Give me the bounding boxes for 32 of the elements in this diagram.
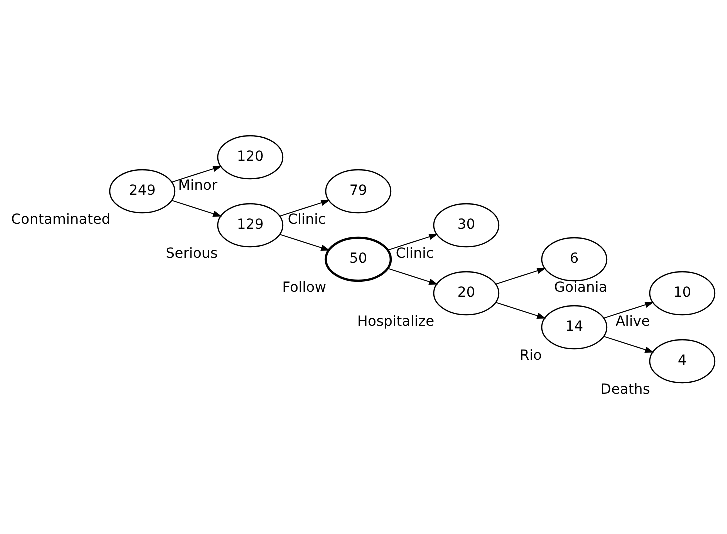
- node-ellipse: 10: [649, 271, 716, 316]
- arrow: [496, 302, 546, 319]
- node-label: Follow: [282, 280, 326, 296]
- arrow: [172, 200, 222, 217]
- node-label: Goiania: [554, 280, 608, 296]
- node-ellipse: 50: [324, 236, 392, 282]
- arrow: [604, 302, 654, 319]
- node-ellipse: 20: [433, 271, 500, 316]
- arrow: [280, 200, 330, 217]
- arrow: [388, 234, 438, 251]
- node-label: Deaths: [600, 382, 650, 398]
- node-ellipse: 4: [649, 339, 716, 384]
- arrow: [388, 268, 438, 285]
- node-label: Hospitalize: [358, 314, 434, 330]
- node-label: Minor: [178, 178, 218, 194]
- node-ellipse: 6: [541, 237, 608, 282]
- node-label: Contaminated: [11, 212, 111, 228]
- node-ellipse: 120: [217, 135, 284, 180]
- node-ellipse: 249: [109, 169, 176, 214]
- node-label: Rio: [520, 348, 542, 364]
- arrow: [496, 268, 546, 285]
- node-ellipse: 129: [217, 203, 284, 248]
- node-label: Clinic: [288, 212, 326, 228]
- arrow: [172, 166, 222, 183]
- node-label: Serious: [166, 246, 218, 262]
- arrow: [280, 234, 330, 251]
- node-ellipse: 14: [541, 305, 608, 350]
- node-label: Alive: [616, 314, 650, 330]
- node-ellipse: 30: [433, 203, 500, 248]
- node-ellipse: 79: [325, 169, 392, 214]
- node-label: Clinic: [396, 246, 434, 262]
- arrow: [604, 336, 654, 353]
